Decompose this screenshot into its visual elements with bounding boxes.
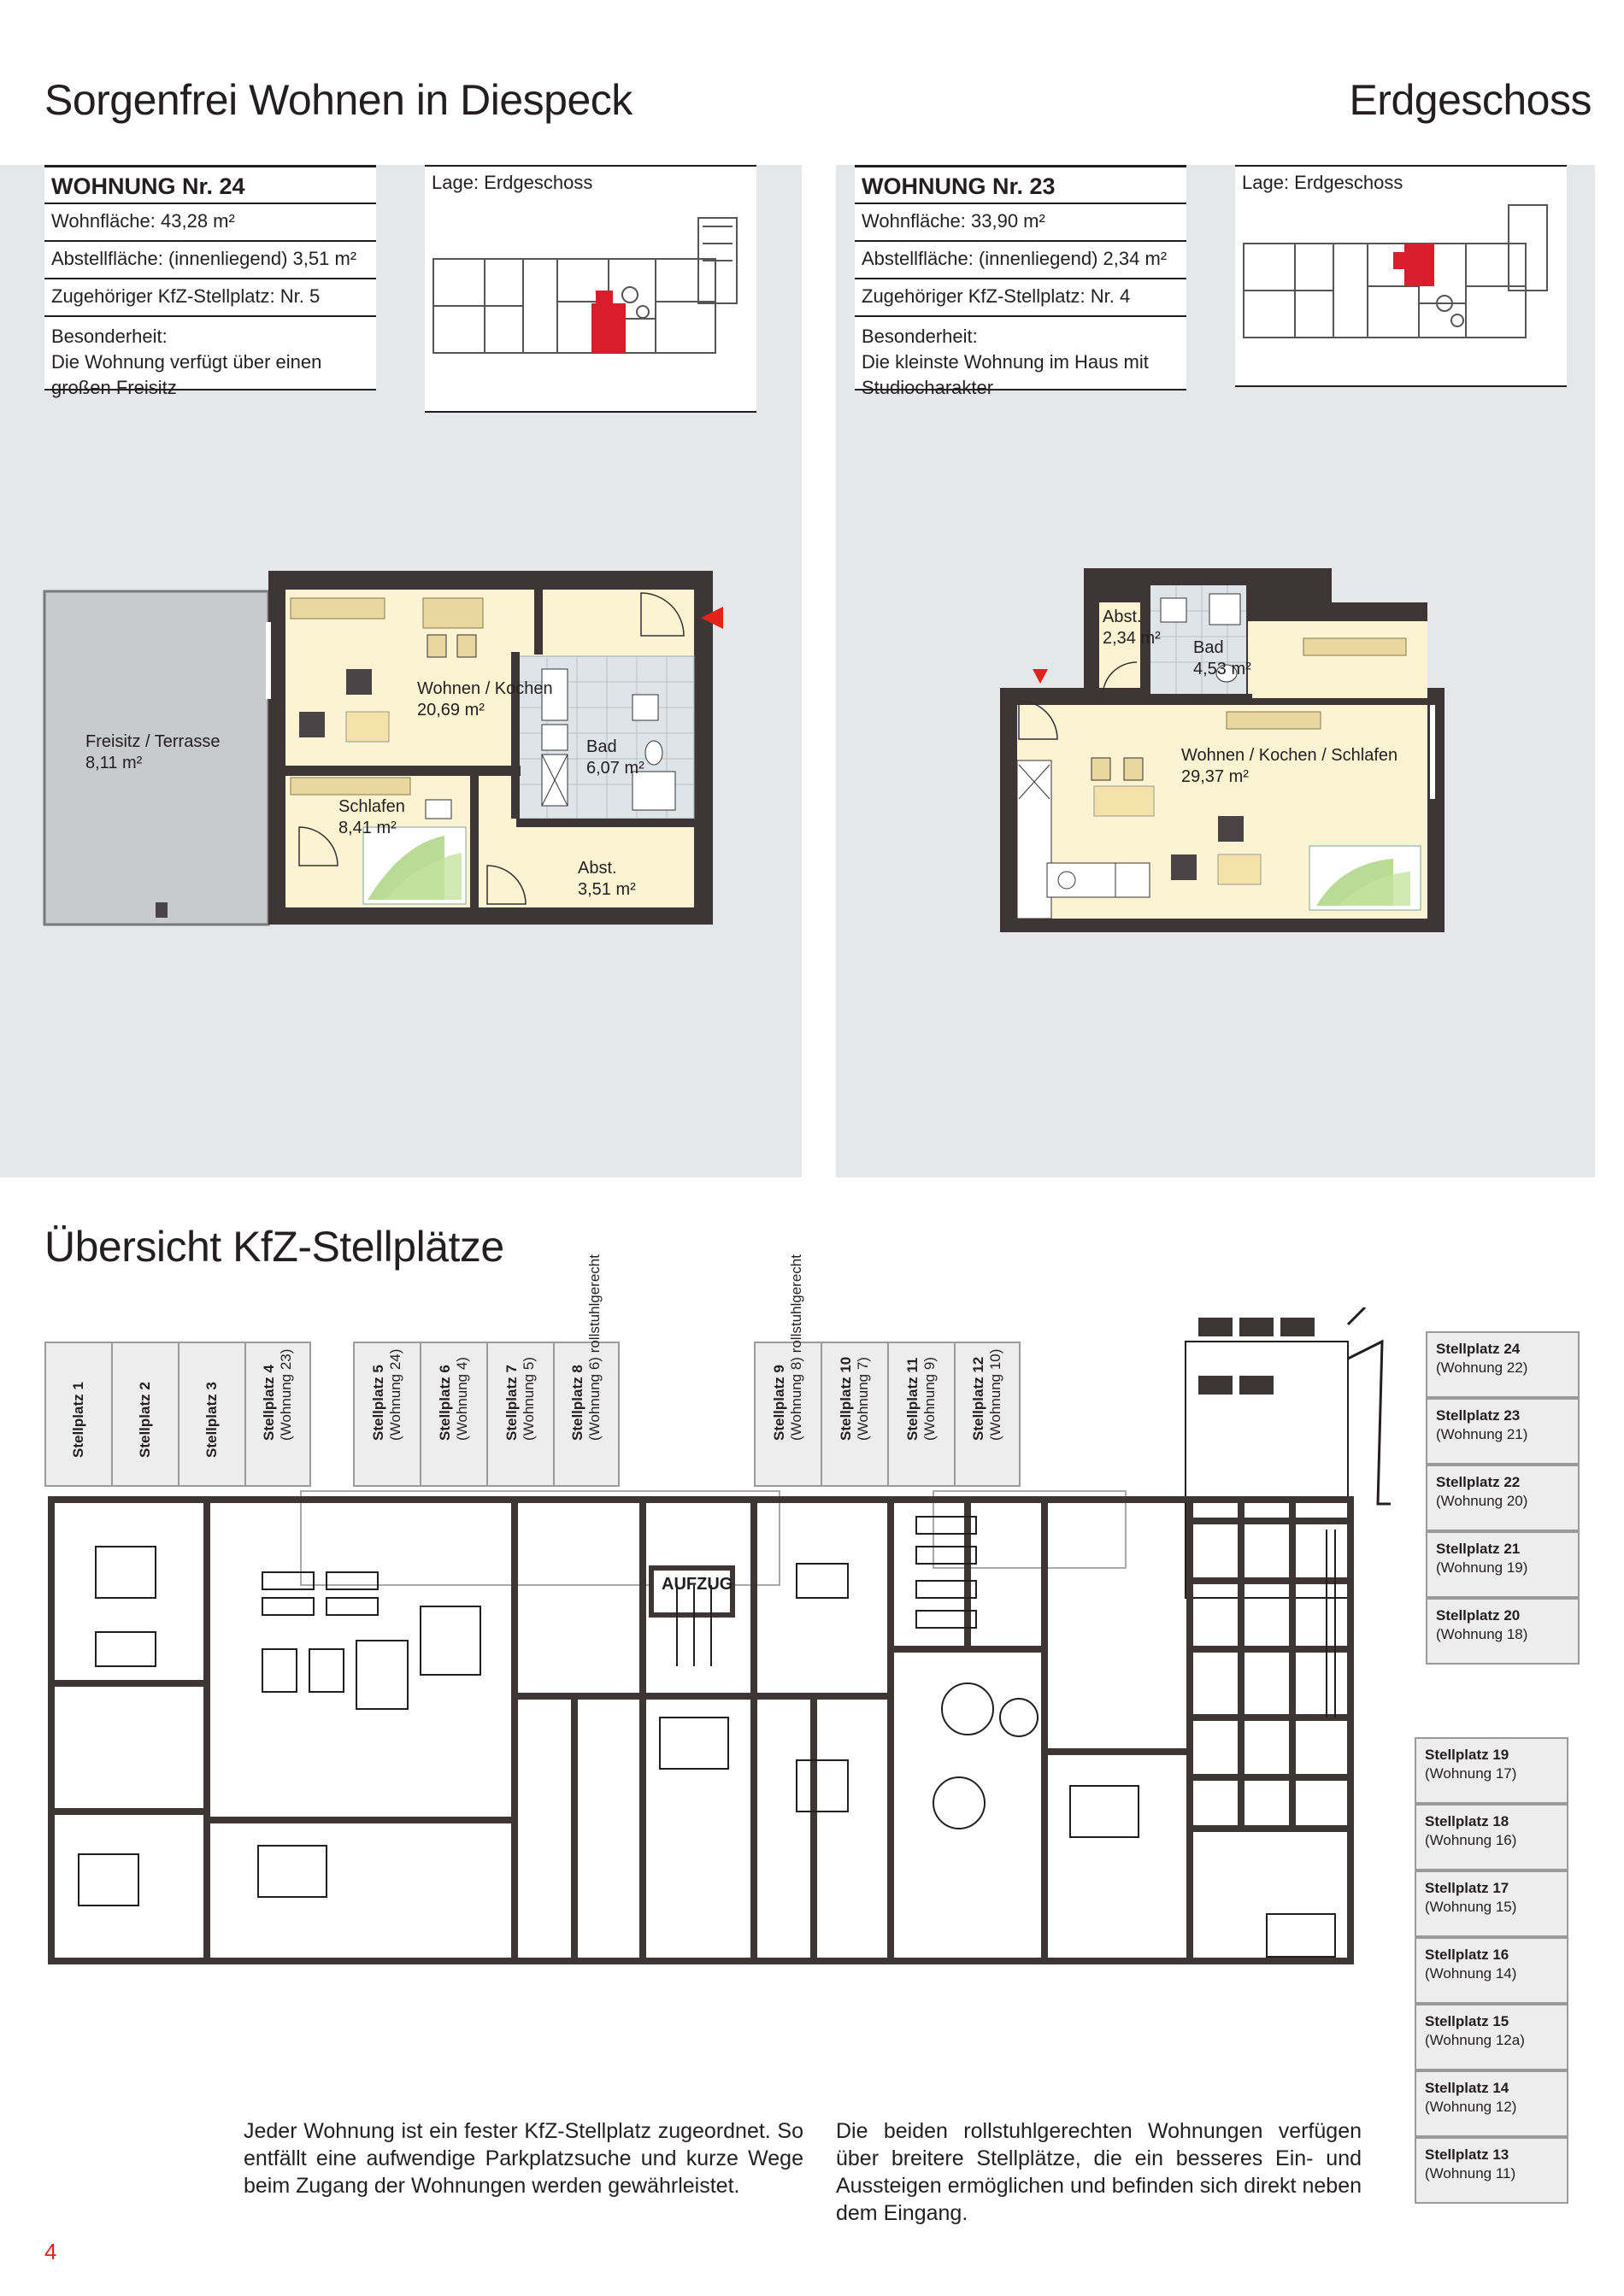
parking-spot: Stellplatz 2: [111, 1343, 178, 1485]
ground-floor-plan: [48, 1307, 1391, 1964]
parking-box: Stellplatz 14(Wohnung 12): [1415, 2070, 1568, 2137]
lage-label: Lage: Erdgeschoss: [1242, 172, 1403, 193]
text-left: Jeder Wohnung ist ein fester KfZ-Stellpl…: [244, 2119, 803, 2198]
unit-24-info: WOHNUNG Nr. 24 Wohnfläche: 43,28 m² Abst…: [44, 165, 376, 398]
parking-spot: Stellplatz 3: [178, 1343, 244, 1485]
unit-title: WOHNUNG Nr. 24: [44, 165, 376, 203]
besonderheit: Besonderheit: Die Wohnung verfügt über ei…: [44, 315, 376, 398]
parking-spot: Stellplatz 9(Wohnung 8) rollstuhlgerecht: [754, 1254, 821, 1485]
parking-row-3: Stellplatz 9(Wohnung 8) rollstuhlgerecht…: [754, 1254, 1021, 1487]
parking-box: Stellplatz 15(Wohnung 12a): [1415, 2004, 1568, 2070]
parking-box: Stellplatz 23(Wohnung 21): [1426, 1398, 1580, 1465]
besonderheit-text: Die Wohnung verfügt über einen großen Fr…: [51, 351, 322, 398]
besonderheit-text: Die kleinste Wohnung im Haus mit Studioc…: [862, 351, 1149, 398]
abstellflaeche: Abstellfläche: (innenliegend) 2,34 m²: [855, 240, 1186, 278]
unit-title: WOHNUNG Nr. 23: [855, 165, 1186, 203]
parking-spot: Stellplatz 7(Wohnung 5): [486, 1343, 553, 1485]
parking-spot: Stellplatz 11(Wohnung 9): [887, 1343, 954, 1485]
text-right: Die beiden rollstuhlgerechten Wohnungen …: [836, 2119, 1362, 2225]
parking-spot: Stellplatz 4(Wohnung 23): [244, 1343, 311, 1485]
floor-plan-24: [43, 571, 723, 926]
parking-box: Stellplatz 20(Wohnung 18): [1426, 1598, 1580, 1665]
wohnflaeche: Wohnfläche: 43,28 m²: [44, 203, 376, 240]
unit-23-info: WOHNUNG Nr. 23 Wohnfläche: 33,90 m² Abst…: [855, 165, 1186, 398]
location-map-24: Lage: Erdgeschoss: [425, 165, 756, 413]
parking-spot: Stellplatz 6(Wohnung 4): [420, 1343, 486, 1485]
abstellflaeche: Abstellfläche: (innenliegend) 3,51 m²: [44, 240, 376, 278]
location-thumbnail: [1243, 204, 1548, 338]
page-number: 4: [44, 2239, 57, 2264]
location-thumbnail: [432, 217, 738, 354]
parking-box: Stellplatz 16(Wohnung 14): [1415, 1937, 1568, 2004]
parking-box: Stellplatz 19(Wohnung 17): [1415, 1737, 1568, 1804]
wohnflaeche: Wohnfläche: 33,90 m²: [855, 203, 1186, 240]
parking-box: Stellplatz 21(Wohnung 19): [1426, 1531, 1580, 1598]
parking-row-1: Stellplatz 1 Stellplatz 2 Stellplatz 3 S…: [44, 1342, 311, 1487]
elevator-label: AUFZUG: [662, 1575, 733, 1594]
parking-spot: Stellplatz 12(Wohnung 10): [954, 1343, 1021, 1485]
parking-spot: Stellplatz 1: [44, 1343, 111, 1485]
parking-box: Stellplatz 24(Wohnung 22): [1426, 1331, 1580, 1398]
page-title: Sorgenfrei Wohnen in Diespeck: [44, 76, 633, 124]
besonderheit-label: Besonderheit:: [51, 326, 168, 347]
floor-plan-23: [1000, 568, 1445, 932]
room-abst: Abst.2,34 m²: [1103, 608, 1161, 648]
besonderheit: Besonderheit: Die kleinste Wohnung im Hau…: [855, 315, 1186, 398]
parking-spot: Stellplatz 8(Wohnung 6) rollstuhlgerecht: [553, 1254, 620, 1485]
stellplatz: Zugehöriger KfZ-Stellplatz: Nr. 4: [855, 278, 1186, 315]
parking-box: Stellplatz 22(Wohnung 20): [1426, 1465, 1580, 1531]
parking-box: Stellplatz 18(Wohnung 16): [1415, 1804, 1568, 1870]
besonderheit-label: Besonderheit:: [862, 326, 978, 347]
parking-spot: Stellplatz 5(Wohnung 24): [353, 1343, 420, 1485]
parking-box: Stellplatz 13(Wohnung 11): [1415, 2137, 1568, 2204]
parking-box: Stellplatz 17(Wohnung 15): [1415, 1870, 1568, 1937]
lage-label: Lage: Erdgeschoss: [432, 172, 593, 193]
overview-title: Übersicht KfZ-Stellplätze: [44, 1223, 504, 1271]
parking-spot: Stellplatz 10(Wohnung 7): [821, 1343, 887, 1485]
location-map-23: Lage: Erdgeschoss: [1235, 165, 1567, 387]
floor-title: Erdgeschoss: [1349, 76, 1592, 124]
parking-row-2: Stellplatz 5(Wohnung 24) Stellplatz 6(Wo…: [353, 1254, 620, 1487]
stellplatz: Zugehöriger KfZ-Stellplatz: Nr. 5: [44, 278, 376, 315]
room-abst: Abst.3,51 m²: [578, 859, 636, 899]
